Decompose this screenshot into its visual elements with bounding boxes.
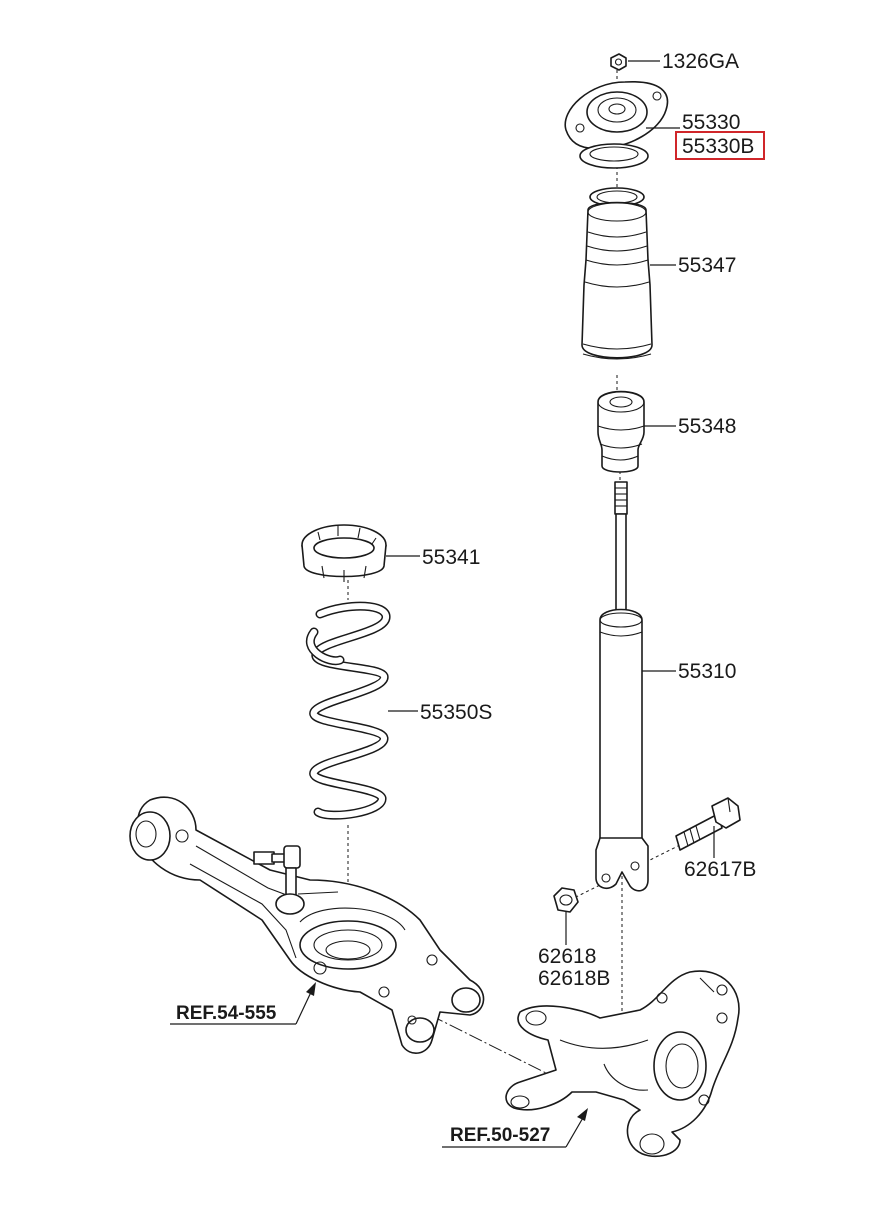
label-55330B: 55330B (682, 135, 754, 158)
coil-spring-icon (305, 601, 391, 820)
bump-stopper-icon (597, 390, 645, 473)
label-62617B: 62617B (684, 858, 756, 881)
knuckle-icon (505, 970, 740, 1158)
label-55341: 55341 (422, 546, 480, 569)
ref-knuckle-arrow (577, 1108, 588, 1121)
ref-knuckle-leader (565, 1115, 585, 1148)
ref-lower-arm: REF.54-555 (176, 1003, 277, 1024)
label-62618: 62618 (538, 945, 596, 968)
label-55347: 55347 (678, 254, 736, 277)
highlight-box (675, 131, 765, 160)
label-62618B: 62618B (538, 967, 610, 990)
label-1326GA: 1326GA (662, 50, 739, 73)
label-55310: 55310 (678, 660, 736, 683)
spring-pad-icon (301, 524, 387, 582)
nut-lower-icon (553, 887, 579, 913)
ref-lower-arm-arrow (306, 982, 316, 996)
label-55350S: 55350S (420, 701, 492, 724)
bolt-icon (675, 797, 741, 851)
stabilizer-link-icon (253, 845, 339, 915)
lower-arm-icon (129, 796, 485, 1054)
ref-lower-arm-leader (295, 989, 313, 1025)
axis-arm-to-knuckle (429, 1014, 561, 1081)
dust-cover-icon (581, 187, 653, 360)
strut-mount-icon (564, 81, 669, 169)
nut-top-icon (610, 53, 627, 71)
label-55330: 55330 (682, 111, 740, 134)
label-55348: 55348 (678, 415, 736, 438)
shock-absorber-icon (595, 481, 649, 892)
ref-knuckle: REF.50-527 (450, 1125, 550, 1146)
